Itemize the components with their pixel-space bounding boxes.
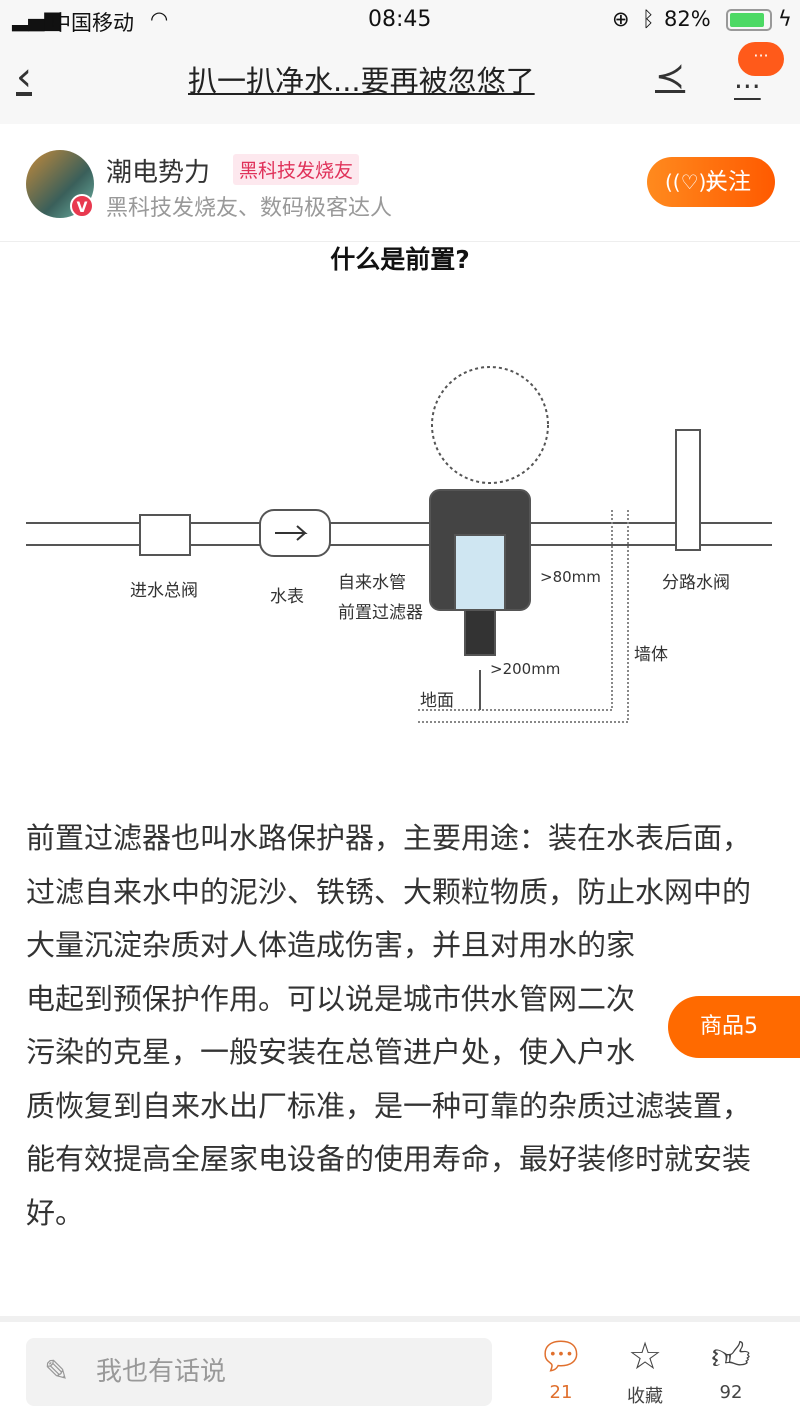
favorite-label: 收藏 [627,1386,663,1407]
comment-input[interactable]: ✎ 我也有话说 [26,1338,492,1406]
status-bar: ▂▄▆ 中国移动 ◠ 08:45 ⊕ ᛒ 82% ϟ [0,0,800,40]
flow-arrow-icon [275,525,308,541]
divider [0,1316,800,1322]
author-name[interactable]: 潮电势力 [106,158,211,188]
clock: 08:45 [368,7,432,32]
label-tap-pipe: 自来水管 [338,573,406,593]
goods-button[interactable]: 商品5 [668,996,800,1058]
nav-bar: ‹ 扒一扒净水...要再被忽悠了 ≺ ··· ··· [0,40,800,124]
back-button[interactable]: ‹ [16,54,32,100]
label-gap200: >200mm [490,660,561,678]
comment-icon: 💬︎ [536,1334,586,1378]
label-floor: 地面 [420,691,454,711]
figure-title: 什么是前置? [330,245,470,274]
follow-button[interactable]: ((♡))关注 [647,157,775,207]
more-button[interactable]: ··· [734,70,761,103]
thumbs-up-icon: 👍︎ [711,1334,751,1378]
bottom-bar: ✎ 我也有话说 💬︎ 21 ☆ 收藏 👍︎ 92 [0,1322,800,1422]
star-icon: ☆ [627,1334,663,1378]
follow-label: 关注 [705,169,751,195]
pencil-icon: ✎ [44,1354,70,1389]
label-branch-valve: 分路水阀 [662,573,730,593]
charging-icon: ϟ [778,7,792,31]
diagram-graphic [26,366,772,723]
share-button[interactable]: ≺ [655,56,686,97]
like-count: 92 [719,1382,743,1403]
carrier: 中国移动 [50,11,134,35]
battery-icon [726,9,772,31]
author-bar: V 潮电势力 黑科技发烧友 黑科技发烧友、数码极客达人 ((♡))关注 [0,124,800,242]
heart-wave-icon: ((♡)) [665,170,715,194]
notification-badge: ··· [738,42,784,76]
author-tag: 黑科技发烧友 [233,154,360,185]
favorite-button[interactable]: ☆ 收藏 [610,1330,680,1408]
signal-icon: ▂▄▆ [12,7,61,31]
label-prefilter: 前置过滤器 [338,603,423,623]
label-wall: 墙体 [634,645,668,665]
author-desc: 黑科技发烧友、数码极客达人 [106,196,393,221]
label-main-valve: 进水总阀 [130,581,198,601]
article-body: 前置过滤器也叫水路保护器，主要用途：装在水表后面，过滤自来水中的泥沙、铁锈、大颗… [26,812,756,1240]
label-gap80: >80mm [540,568,601,586]
installation-diagram: 进水总阀 水表 自来水管 前置过滤器 >80mm 分路水阀 墙体 >200mm … [0,340,800,740]
rotation-lock-icon: ⊕ [612,7,630,31]
article-paragraph: 前置过滤器也叫水路保护器，主要用途：装在水表后面，过滤自来水中的泥沙、铁锈、大颗… [26,821,752,1230]
verified-badge: V [70,194,94,218]
like-button[interactable]: 👍︎ 92 [696,1330,766,1403]
comment-count: 21 [549,1382,573,1403]
comment-placeholder: 我也有话说 [96,1357,227,1387]
battery-percent: 82% [664,7,711,31]
page-title: 扒一扒净水...要再被忽悠了 [188,64,535,98]
label-meter: 水表 [270,587,304,607]
wifi-icon: ◠ [150,7,169,31]
bluetooth-icon: ᛒ [642,7,655,31]
comments-button[interactable]: 💬︎ 21 [526,1330,596,1403]
